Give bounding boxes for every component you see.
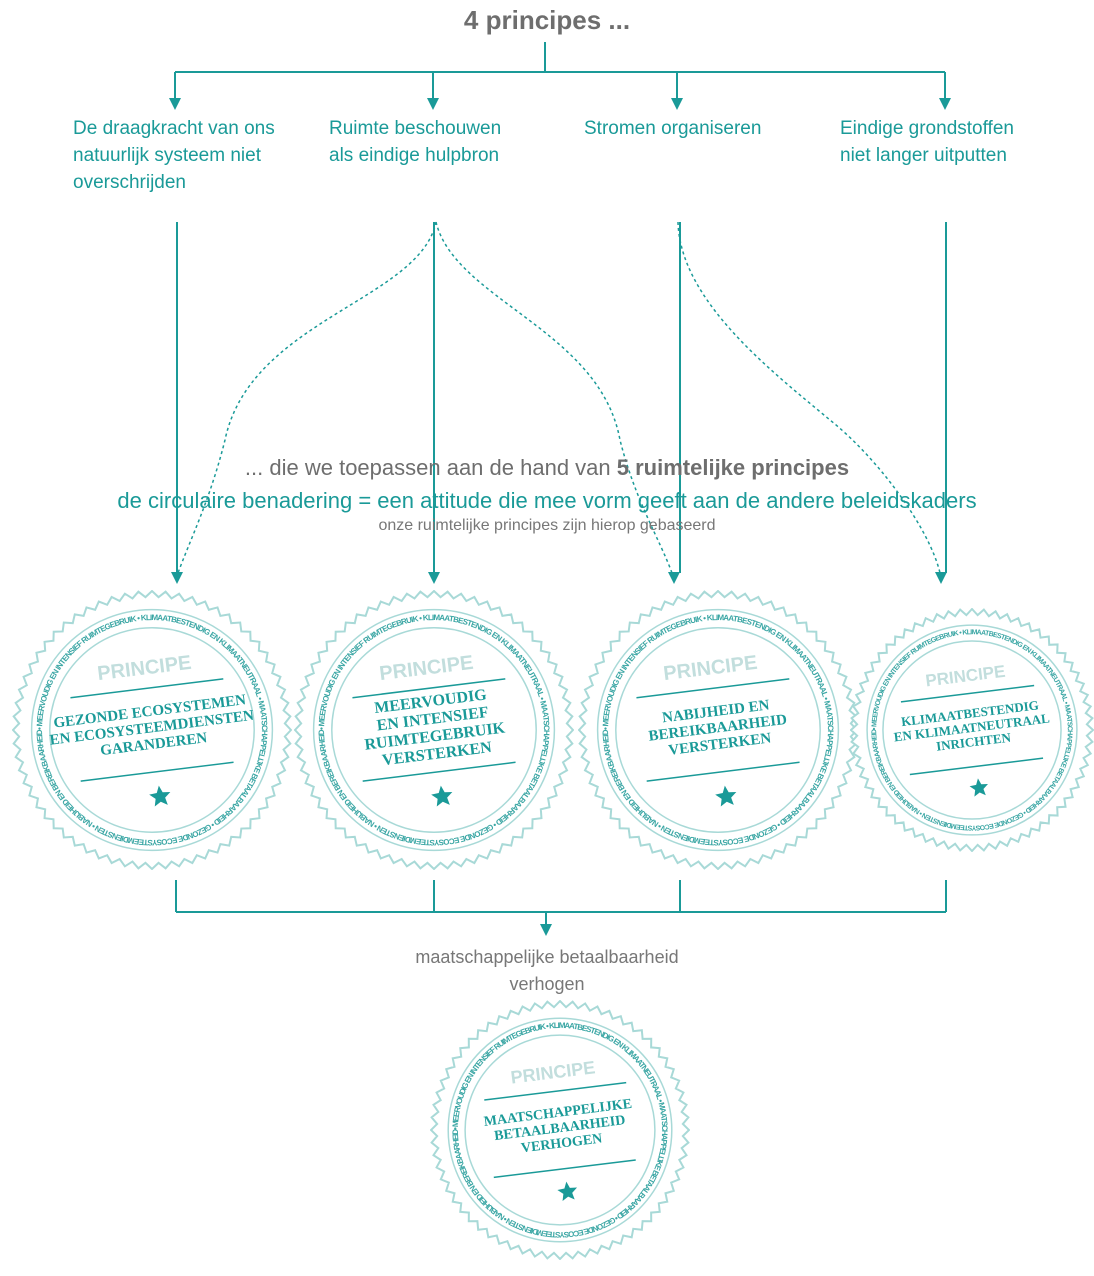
diagram-title: 4 principes ... (463, 5, 631, 35)
badge-outer-ring (312, 608, 556, 852)
star-icon (715, 785, 737, 807)
badge-1: • MEERVOUDIG EN INTENSIEF RUIMTEGEBRUIK … (12, 590, 292, 870)
star-icon (431, 785, 453, 807)
principle-label-1: De draagkracht van ons natuurlijk systee… (73, 118, 275, 193)
badge-rule-bottom (362, 761, 516, 782)
badge-rule-top (70, 678, 224, 699)
badge-outer-ring (596, 608, 840, 852)
badge-rule-top (484, 1081, 627, 1101)
badge-rule-top (352, 678, 506, 699)
badge-scalloped-edge (430, 1000, 690, 1260)
principle-label-4: Eindige grondstoffen niet langer uitputt… (840, 118, 1014, 166)
star-icon (149, 785, 171, 807)
badge-2: • MEERVOUDIG EN INTENSIEF RUIMTEGEBRUIK … (294, 590, 574, 870)
badge-scalloped-edge (294, 590, 574, 870)
star-icon (969, 778, 988, 797)
middle-line-3: onze ruimtelijke principes zijn hierop g… (378, 517, 716, 534)
badge-3: • MEERVOUDIG EN INTENSIEF RUIMTEGEBRUIK … (578, 590, 858, 870)
badge-inner-ring (615, 627, 821, 833)
middle-line-1: ... die we toepassen aan de hand van 5 r… (244, 455, 850, 480)
result-label: maatschappelijke betaalbaarheid verhogen (415, 947, 679, 994)
badge-rule-bottom (646, 761, 800, 782)
badge-4: • MEERVOUDIG EN INTENSIEF RUIMTEGEBRUIK … (850, 608, 1094, 852)
badge-outer-ring (866, 624, 1078, 836)
badge-final: • MEERVOUDIG EN INTENSIEF RUIMTEGEBRUIK … (430, 1000, 690, 1260)
principle-label-2: Ruimte beschouwen als eindige hulpbron (329, 118, 502, 166)
badge-inner-ring (49, 627, 255, 833)
star-icon (557, 1181, 578, 1202)
middle-line-2: de circulaire benadering = een attitude … (117, 488, 977, 513)
badge-rule-bottom (80, 761, 234, 782)
badge-rule-bottom (909, 757, 1044, 776)
badge-rule-top (636, 678, 790, 699)
badge-rule-bottom (493, 1159, 636, 1179)
badge-outer-ring (30, 608, 274, 852)
badge-outer-ring (447, 1017, 673, 1243)
principle-label-3: Stromen organiseren (584, 118, 762, 139)
badge-scalloped-edge (578, 590, 858, 870)
badge-inner-ring (331, 627, 537, 833)
badge-inner-ring (882, 640, 1062, 820)
badge-inner-ring (464, 1034, 656, 1226)
badge-scalloped-edge (12, 590, 292, 870)
badge-scalloped-edge (850, 608, 1094, 852)
badge-rule-top (900, 684, 1035, 703)
